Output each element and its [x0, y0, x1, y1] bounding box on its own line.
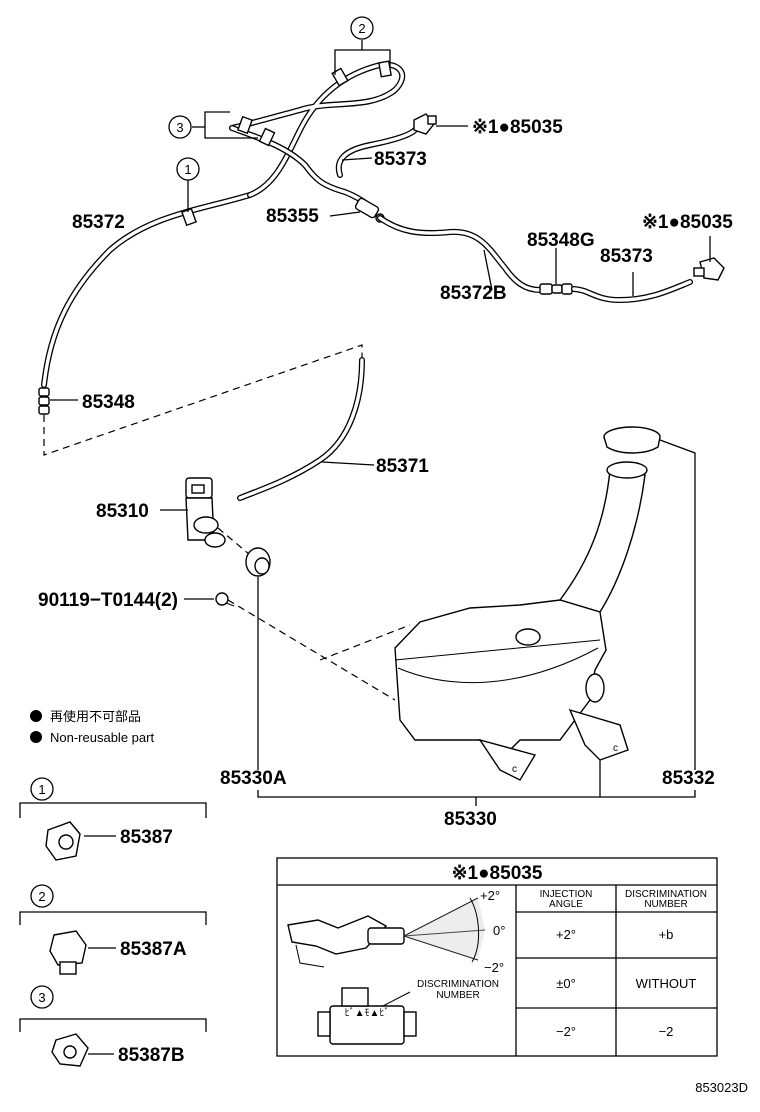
nozzle-angle-table: ※1●85035 INJECTION ANGLE DISCRIMINATION … — [276, 857, 718, 1057]
joint-85348 — [38, 387, 50, 415]
label-85348g: 85348G — [527, 230, 595, 251]
bolt-90119 — [215, 592, 235, 607]
hose-85373-top — [335, 127, 418, 178]
angle-plus: +2° — [480, 888, 500, 903]
nozzle-85035-top — [413, 113, 437, 135]
label-85373-right: 85373 — [600, 246, 653, 267]
label-85373-top: 85373 — [374, 149, 427, 170]
clip-group-3: 3 85387B — [19, 985, 207, 1067]
svg-text:NUMBER: NUMBER — [644, 899, 687, 910]
svg-text:85387B: 85387B — [118, 1045, 185, 1066]
legend-jp: 再使用不可部品 — [50, 709, 141, 724]
svg-text:1: 1 — [38, 782, 45, 797]
svg-text:1: 1 — [184, 162, 191, 177]
row1-angle: +2° — [556, 927, 576, 942]
row2-angle: ±0° — [556, 976, 576, 991]
svg-text:85387: 85387 — [120, 827, 173, 848]
hose-85372 — [41, 192, 253, 388]
hose-85371 — [237, 357, 365, 501]
hose-85373-right — [571, 279, 693, 304]
hose-clip-marks — [181, 60, 392, 227]
diagram-id: 853023D — [695, 1080, 748, 1095]
joint-85348g — [539, 283, 573, 295]
clip-group-1: 1 85387 — [19, 777, 207, 861]
hose-upper-loop — [229, 61, 406, 208]
nozzle-front-illustration: ﾋﾞ▲ﾓ▲ﾋﾞ — [317, 987, 417, 1045]
svg-text:NUMBER: NUMBER — [436, 990, 479, 1001]
nozzle-85035-right — [693, 257, 725, 281]
label-85332: 85332 — [662, 768, 715, 789]
row2-number: WITHOUT — [636, 976, 697, 991]
clip-85387-icon — [45, 821, 81, 861]
angle-zero: 0° — [493, 923, 505, 938]
grommet-85330a — [245, 547, 271, 577]
label-85330: 85330 — [444, 809, 497, 830]
label-85348: 85348 — [82, 392, 135, 413]
pump-85310 — [185, 477, 226, 548]
row3-angle: −2° — [556, 1024, 576, 1039]
label-85372b: 85372B — [440, 283, 507, 304]
callout-3: 3 — [168, 115, 192, 139]
clip-85387b-icon — [51, 1033, 89, 1067]
svg-text:2: 2 — [38, 889, 45, 904]
legend: 再使用不可部品 Non-reusable part — [30, 709, 154, 745]
svg-text:ANGLE: ANGLE — [549, 899, 583, 910]
label-90119: 90119−T0144(2) — [38, 590, 178, 611]
header-discrimination-number: DISCRIMINATION — [625, 889, 707, 900]
hose-85372b — [377, 215, 543, 293]
angle-minus: −2° — [484, 960, 504, 975]
label-85372: 85372 — [72, 212, 125, 233]
legend-en: Non-reusable part — [50, 730, 154, 745]
label-85035-right: ※1●85035 — [642, 212, 733, 233]
clip-85387a-icon — [49, 930, 87, 975]
legend-dot-icon — [30, 731, 42, 743]
row1-number: +b — [659, 927, 674, 942]
svg-text:ﾋﾞ▲ﾓ▲ﾋﾞ: ﾋﾞ▲ﾓ▲ﾋﾞ — [345, 1007, 390, 1019]
svg-text:3: 3 — [38, 990, 45, 1005]
svg-text:c: c — [613, 743, 618, 754]
label-85330a: 85330A — [220, 768, 287, 789]
svg-text:3: 3 — [176, 120, 183, 135]
leader-lines — [50, 40, 711, 806]
legend-dot-icon — [30, 710, 42, 722]
row3-number: −2 — [659, 1024, 674, 1039]
callout-2: 2 — [350, 16, 374, 40]
svg-text:c: c — [512, 764, 517, 775]
table-title: ※1●85035 — [452, 863, 543, 884]
label-85371: 85371 — [376, 456, 429, 477]
label-85310: 85310 — [96, 501, 149, 522]
svg-text:85387A: 85387A — [120, 939, 187, 960]
svg-text:2: 2 — [358, 21, 365, 36]
nozzle-spray-illustration — [287, 897, 486, 968]
callout-1: 1 — [176, 157, 200, 181]
label-85035-top: ※1●85035 — [472, 117, 563, 138]
dashed-guides — [43, 344, 411, 701]
header-injection-angle: INJECTION — [540, 889, 593, 900]
cap-85332 — [603, 426, 661, 454]
label-85355: 85355 — [266, 206, 319, 227]
clip-group-2: 2 85387A — [19, 884, 207, 975]
washer-tank-85330: c c — [394, 461, 648, 781]
disc-label: DISCRIMINATION — [417, 979, 499, 990]
